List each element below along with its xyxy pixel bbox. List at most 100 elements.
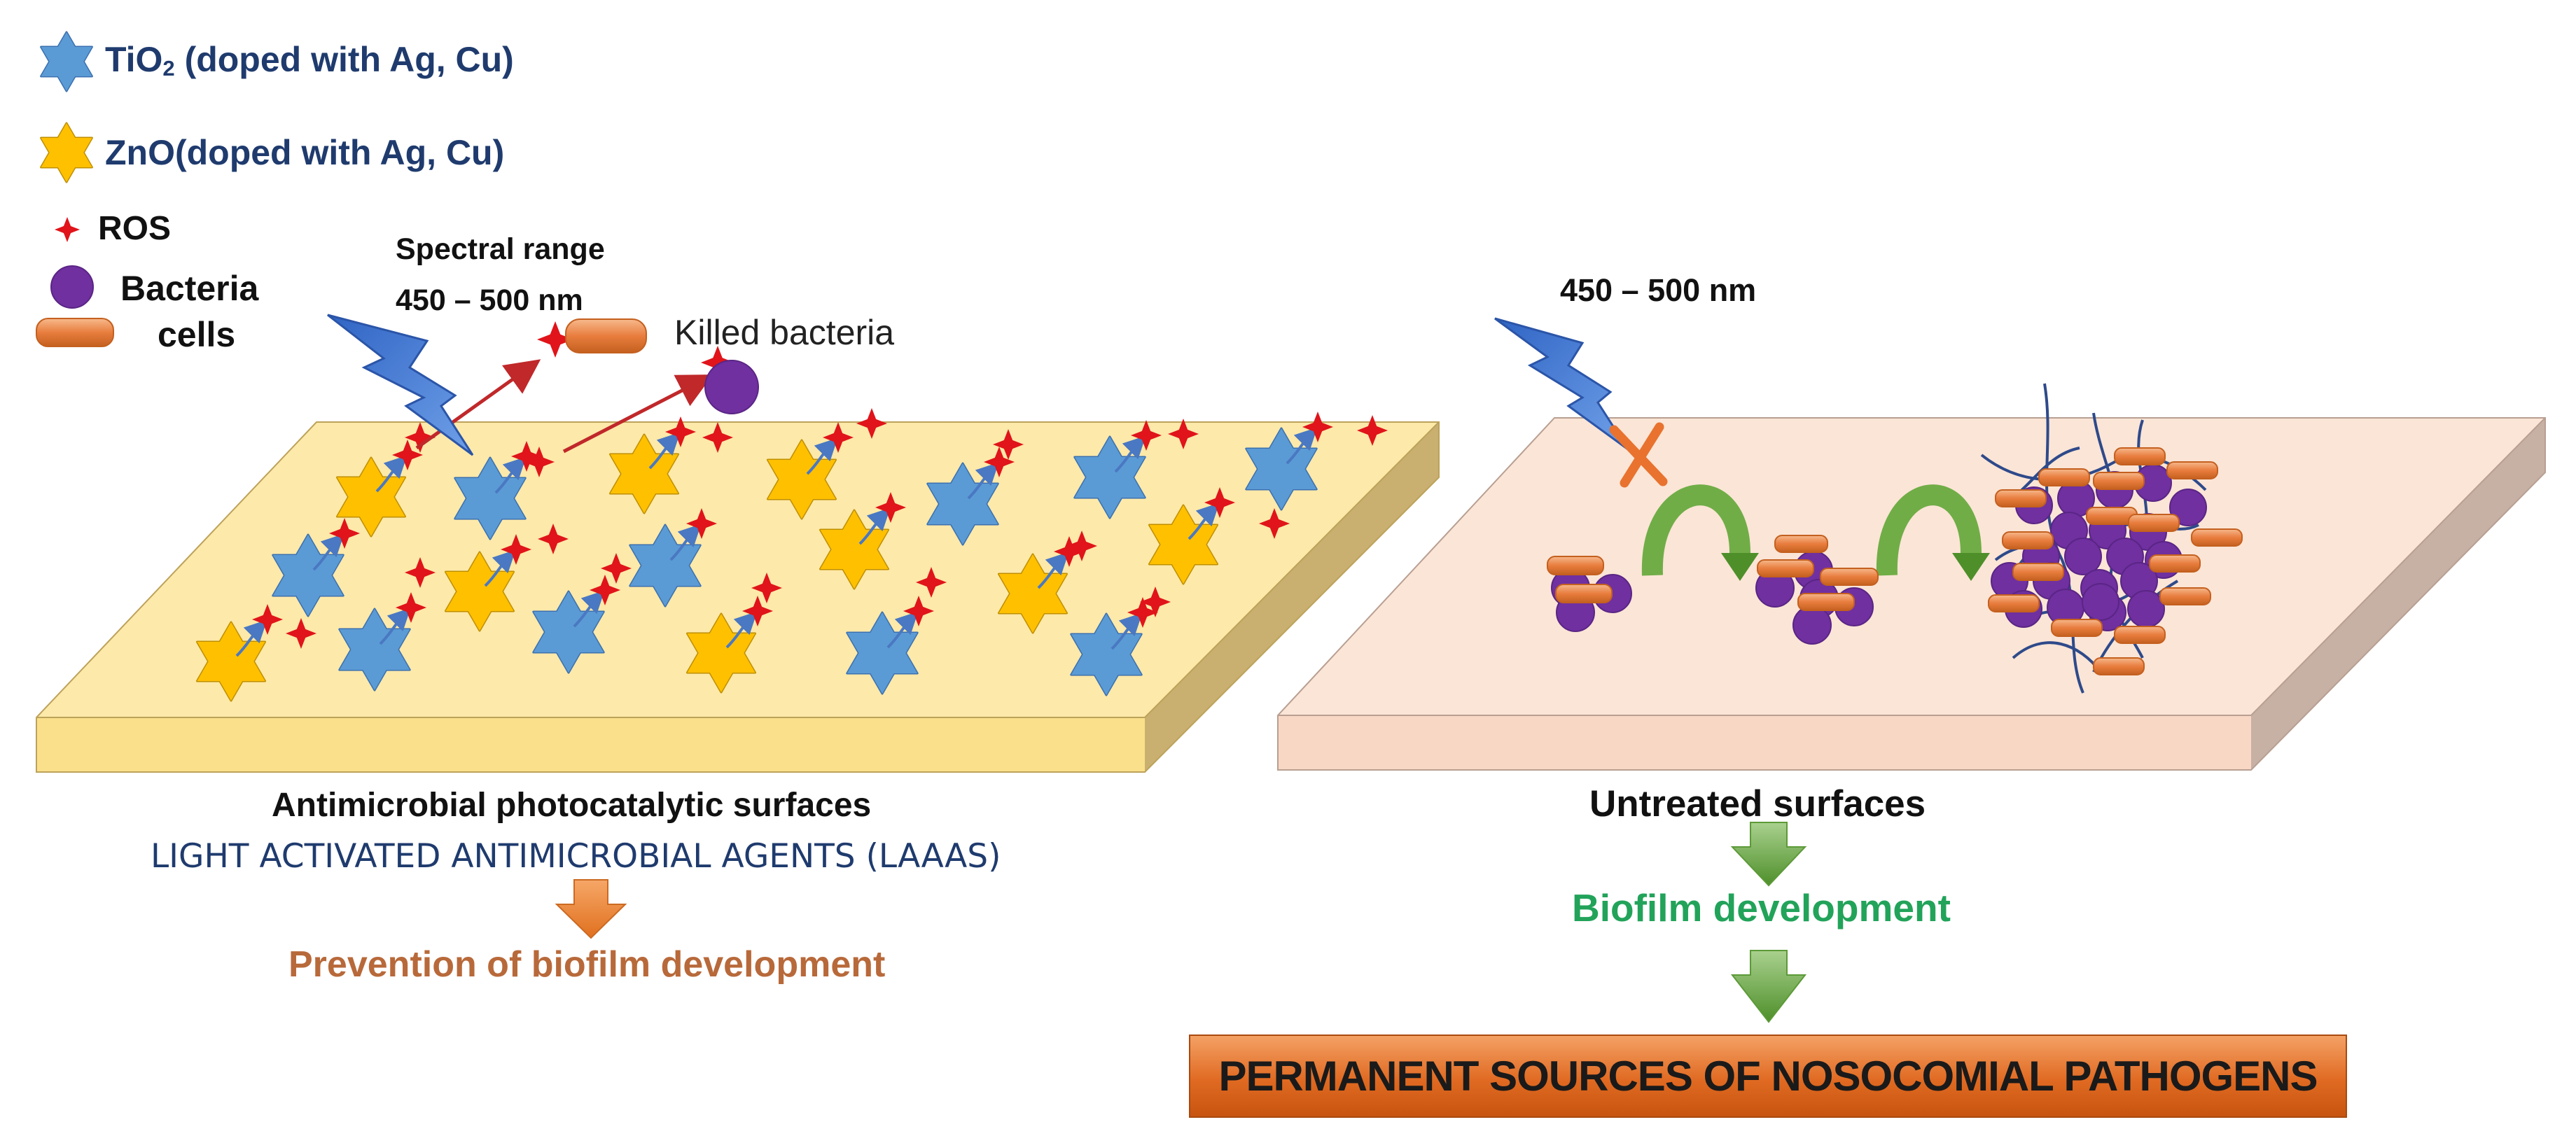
- spectral-range-label: Spectral range: [396, 232, 605, 266]
- electron-trail: [1037, 552, 1069, 589]
- ros-sparkle-icon: [751, 573, 782, 603]
- zno-star-icon: [196, 621, 266, 702]
- rod-bacteria-icon: [2114, 626, 2166, 644]
- rod-bacteria-icon: [2012, 563, 2064, 581]
- coccus-icon: [2064, 538, 2102, 575]
- ros-sparkle-icon: [405, 557, 436, 588]
- curved-arrow-icon: [1641, 484, 1759, 581]
- tio2-star-icon: [532, 590, 605, 674]
- ros-sparkle-icon: [511, 441, 542, 472]
- legend-bacteria-label-2: cells: [158, 315, 236, 354]
- ros-sparkle-icon: [701, 346, 734, 379]
- right-light-range: 450 – 500 nm: [1560, 272, 1757, 308]
- zno-star-icon: [1148, 504, 1218, 585]
- ros-sparkle-icon: [396, 592, 426, 623]
- tio2-star-icon: [1245, 427, 1318, 511]
- electron-trail: [1286, 427, 1318, 465]
- left-outcome: Prevention of biofilm development: [288, 944, 886, 985]
- left-caption: Antimicrobial photocatalytic surfaces: [272, 787, 872, 824]
- ros-sparkle-icon: [1054, 536, 1085, 567]
- electron-trail: [669, 524, 702, 561]
- banner-text: PERMANENT SOURCES OF NOSOCOMIAL PATHOGEN…: [1218, 1053, 2318, 1100]
- electron-trail: [1111, 612, 1143, 650]
- legend-bacteria-label-1: Bacteria: [120, 269, 259, 308]
- ros-sparkle-icon: [702, 422, 733, 453]
- rod-bacteria-icon: [2159, 587, 2211, 605]
- ros-sparkle-icon: [916, 567, 947, 598]
- zno-star-icon: [40, 122, 93, 183]
- ros-sparkle-icon: [392, 440, 423, 470]
- rod-bacteria-icon: [1988, 594, 2040, 612]
- kill-arrow: [562, 374, 713, 454]
- ros-sparkle-icon: [686, 508, 717, 539]
- ros-sparkle-icon: [1140, 587, 1171, 617]
- zno-star-icon: [609, 433, 679, 514]
- ros-sparkle-icon: [538, 524, 569, 554]
- ros-sparkle-icon: [903, 596, 934, 626]
- down-arrow-icon: [1730, 950, 1807, 1023]
- electron-trail: [312, 533, 344, 571]
- ros-sparkle-icon: [665, 416, 696, 447]
- tio2-star-icon: [272, 533, 344, 617]
- rod-bacteria-icon: [1797, 593, 1855, 611]
- ros-sparkle-icon: [329, 518, 360, 549]
- ros-sparkle-icon: [1127, 597, 1158, 628]
- nosocomial-banner: PERMANENT SOURCES OF NOSOCOMIAL PATHOGEN…: [1189, 1035, 2347, 1118]
- rod-bacteria-icon: [2093, 657, 2145, 675]
- blocked-cross-icon: [1609, 422, 1668, 488]
- coccus-icon: [1792, 605, 1832, 645]
- rod-bacteria-icon: [36, 318, 114, 347]
- rod-bacteria-icon: [565, 318, 647, 353]
- ros-sparkle-icon: [601, 553, 632, 584]
- coccus-icon: [2127, 590, 2165, 628]
- zno-star-icon: [767, 439, 837, 520]
- ros-sparkle-icon: [55, 217, 80, 242]
- ros-sparkle-icon: [405, 422, 436, 453]
- ros-sparkle-icon: [856, 408, 887, 439]
- electron-trail: [858, 507, 891, 545]
- rod-bacteria-icon: [1995, 489, 2047, 507]
- rod-bacteria-icon: [1774, 535, 1828, 553]
- legend-tio2-label: TiO2 (doped with Ag, Cu): [105, 40, 514, 81]
- ros-sparkle-icon: [1168, 419, 1199, 449]
- zno-star-icon: [998, 553, 1068, 634]
- coccus-icon: [704, 360, 759, 414]
- ros-sparkle-icon: [1357, 415, 1388, 446]
- right-surface-slab: [1277, 417, 2546, 771]
- lightning-icon: [327, 314, 474, 456]
- zno-star-icon: [819, 509, 889, 590]
- rod-bacteria-icon: [2114, 447, 2166, 465]
- left-subcaption: LIGHT ACTIVATED ANTIMICROBIAL AGENTS (LA…: [151, 837, 1001, 876]
- rod-bacteria-icon: [1820, 568, 1879, 586]
- tio2-star-icon: [1070, 612, 1143, 696]
- zno-star-icon: [686, 612, 756, 694]
- rod-bacteria-icon: [2149, 554, 2201, 573]
- rod-bacteria-icon: [2051, 619, 2103, 637]
- ros-sparkle-icon: [590, 575, 620, 605]
- zno-star-icon: [445, 551, 515, 632]
- ros-sparkle-icon: [1259, 508, 1290, 539]
- rod-bacteria-icon: [2093, 472, 2145, 490]
- kill-arrow: [415, 359, 541, 450]
- coccus-icon: [2169, 489, 2207, 526]
- electron-trail: [967, 462, 999, 500]
- ros-sparkle-icon: [823, 422, 854, 453]
- electron-trail: [494, 456, 527, 494]
- tio2-star-icon: [629, 524, 702, 608]
- legend-ros-label: ROS: [98, 210, 172, 247]
- spectral-range-value: 450 – 500 nm: [396, 283, 583, 317]
- rod-bacteria-icon: [2038, 468, 2090, 486]
- legend-zno-label: ZnO(doped with Ag, Cu): [105, 133, 505, 172]
- electron-trail: [235, 619, 267, 657]
- down-arrow-icon: [555, 879, 627, 939]
- rod-bacteria-icon: [2002, 531, 2054, 549]
- ros-sparkle-icon: [742, 596, 773, 626]
- ros-sparkle-icon: [1066, 531, 1097, 561]
- curved-arrow-icon: [1876, 484, 1990, 581]
- electron-trail: [725, 611, 758, 649]
- tio2-star-icon: [454, 456, 527, 540]
- tio2-star-icon: [1073, 435, 1146, 519]
- tio2-star-icon: [338, 608, 411, 692]
- tio2-star-icon: [40, 31, 93, 92]
